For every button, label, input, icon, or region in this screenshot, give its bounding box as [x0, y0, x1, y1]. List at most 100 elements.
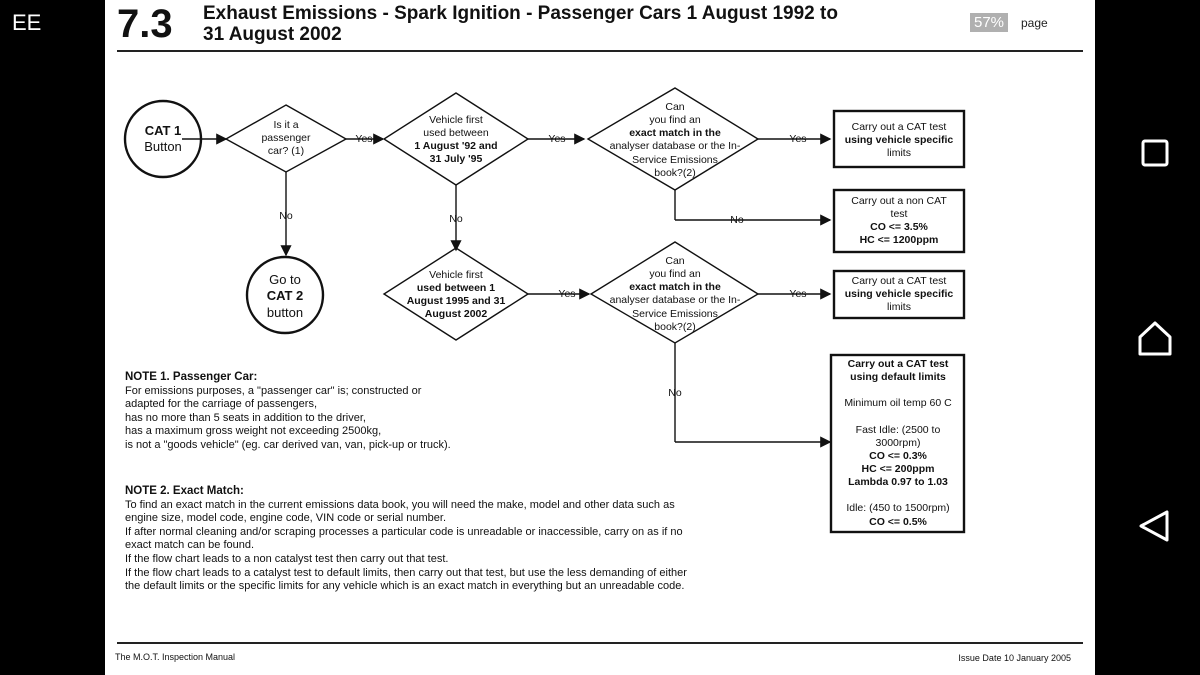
match1-question-text-line: Can [665, 101, 685, 113]
specific-limits-text-1-line: Carry out a CAT test [851, 121, 947, 133]
noncat-text-line: test [890, 208, 908, 221]
specific-limits-text-2-line: using vehicle specific [844, 288, 954, 301]
match1-question-text-line: Service Emissions [632, 153, 718, 166]
label-yes-2: Yes [548, 133, 565, 145]
label-yes-3: Yes [789, 133, 806, 145]
square-icon [1141, 139, 1169, 167]
match1-question-text-line: exact match in the [629, 127, 721, 140]
note-2-body-line: exact match can be found. [125, 539, 255, 552]
passenger-question-node [224, 104, 348, 173]
default-limits-text-line [834, 489, 962, 502]
label-no-2: No [279, 210, 293, 222]
match2-question-text-line: book?(2) [654, 320, 696, 333]
match2-question-node [589, 241, 760, 344]
note-2-body-line: To find an exact match in the current em… [125, 498, 675, 511]
note-1-body-line: has no more than 5 seats in addition to … [125, 411, 366, 424]
specific-limits-result-2 [832, 269, 966, 320]
default-limits-text-line [834, 411, 962, 424]
note-2-body-line: the default limits or the specific limit… [125, 580, 685, 593]
default-limits-text-line: using default limits [850, 371, 946, 384]
cat2-node [245, 255, 325, 335]
match1-question-text-line: analyser database or the In- [609, 140, 741, 153]
label-yes-1: Yes [355, 133, 372, 145]
date1-question-text-line: Vehicle first [429, 114, 483, 126]
battery-percentage: 57% [970, 13, 1009, 32]
default-limits-text-line: Carry out a CAT test [847, 358, 949, 370]
header-rule [117, 50, 1083, 52]
back-button[interactable] [1137, 508, 1173, 544]
date1-question-text-line: used between [423, 127, 489, 140]
note-1-heading: NOTE 1. Passenger Car: [125, 371, 258, 383]
section-number: 7.3 [117, 2, 173, 46]
cat1-node-text-line: CAT 1 [144, 123, 182, 138]
default-limits-text-line [834, 384, 962, 397]
label-no-3: No [449, 213, 463, 225]
label-no-1: No [730, 214, 744, 226]
specific-limits-text-1-line: using vehicle specific [844, 134, 954, 147]
footer-rule [117, 642, 1083, 644]
match2-question-text-line: Service Emissions [632, 307, 718, 320]
footer-manual-name: The M.O.T. Inspection Manual [115, 652, 236, 662]
footer-issue-date: Issue Date 10 January 2005 [958, 653, 1071, 663]
flowchart: Yes Yes Yes No No No Yes Yes No [123, 87, 966, 534]
note-1-body-line: adapted for the carriage of passengers, [125, 398, 318, 411]
cat1-node-text-line: Button [144, 139, 182, 155]
match2-question-text-line: analyser database or the In- [609, 294, 741, 307]
note-1-body: For emissions purposes, a "passenger car… [125, 385, 451, 453]
passenger-question-text-line: Is it a [273, 119, 299, 131]
date2-question-text-line: August 1995 and 31 [406, 295, 506, 308]
date1-question-text-line: 1 August '92 and [414, 140, 498, 153]
note-1-body-line: has a maximum gross weight not exceeding… [125, 425, 382, 438]
note-1-body-line: is not a "goods vehicle" (eg. car derive… [125, 438, 451, 451]
noncat-text-line: HC <= 1200ppm [859, 234, 939, 247]
note-1-body-line: For emissions purposes, a "passenger car… [125, 384, 422, 397]
specific-limits-result-1 [832, 109, 966, 169]
cat1-node [123, 99, 203, 179]
cat2-node-text-line: CAT 2 [266, 288, 304, 304]
carrier-label: EE [12, 10, 42, 35]
android-navigation-bar [1110, 0, 1200, 675]
match2-question-text-line: you find an [649, 268, 701, 281]
note-2-body-line: If after normal cleaning and/or scraping… [125, 525, 683, 538]
match2-question-text-line: Can [665, 255, 685, 267]
note-2: NOTE 2. Exact Match: To find an exact ma… [125, 485, 687, 594]
default-limits-text-line: CO <= 0.3% [869, 449, 927, 462]
noncat-text-line: CO <= 3.5% [870, 221, 928, 234]
default-limits-result [829, 353, 966, 534]
default-limits-text-line: 3000rpm) [875, 436, 921, 449]
specific-limits-text-1-line: limits [887, 147, 911, 160]
passenger-question-text-line: car? (1) [267, 145, 305, 158]
match1-question-node [586, 87, 760, 191]
noncat-result [832, 188, 966, 254]
page-title-continued: 31 August 2002 [203, 24, 342, 45]
back-triangle-icon [1139, 510, 1169, 542]
noncat-text-line: Carry out a non CAT [851, 195, 947, 207]
home-button[interactable] [1137, 320, 1173, 356]
default-limits-text-line: CO <= 0.5% [869, 515, 927, 528]
default-limits-text-line: Minimum oil temp 60 C [844, 397, 952, 410]
default-limits-text-line: Idle: (450 to 1500rpm) [846, 502, 950, 515]
default-limits-text-line: Fast Idle: (2500 to [855, 423, 941, 436]
document-page: 7.3 Exhaust Emissions - Spark Ignition -… [105, 0, 1095, 675]
match2-question-text-line: exact match in the [629, 281, 721, 294]
recent-apps-button[interactable] [1137, 135, 1173, 171]
cat2-node-text-line: button [266, 304, 304, 320]
match1-question-text-line: book?(2) [654, 166, 696, 179]
label-yes-4: Yes [558, 288, 575, 300]
date2-question-node [382, 247, 530, 341]
page-title: Exhaust Emissions - Spark Ignition - Pas… [203, 3, 838, 24]
date2-question-text-line: Vehicle first [429, 269, 483, 281]
note-2-body: To find an exact match in the current em… [125, 499, 687, 594]
note-2-body-line: If the flow chart leads to a catalyst te… [125, 566, 687, 579]
